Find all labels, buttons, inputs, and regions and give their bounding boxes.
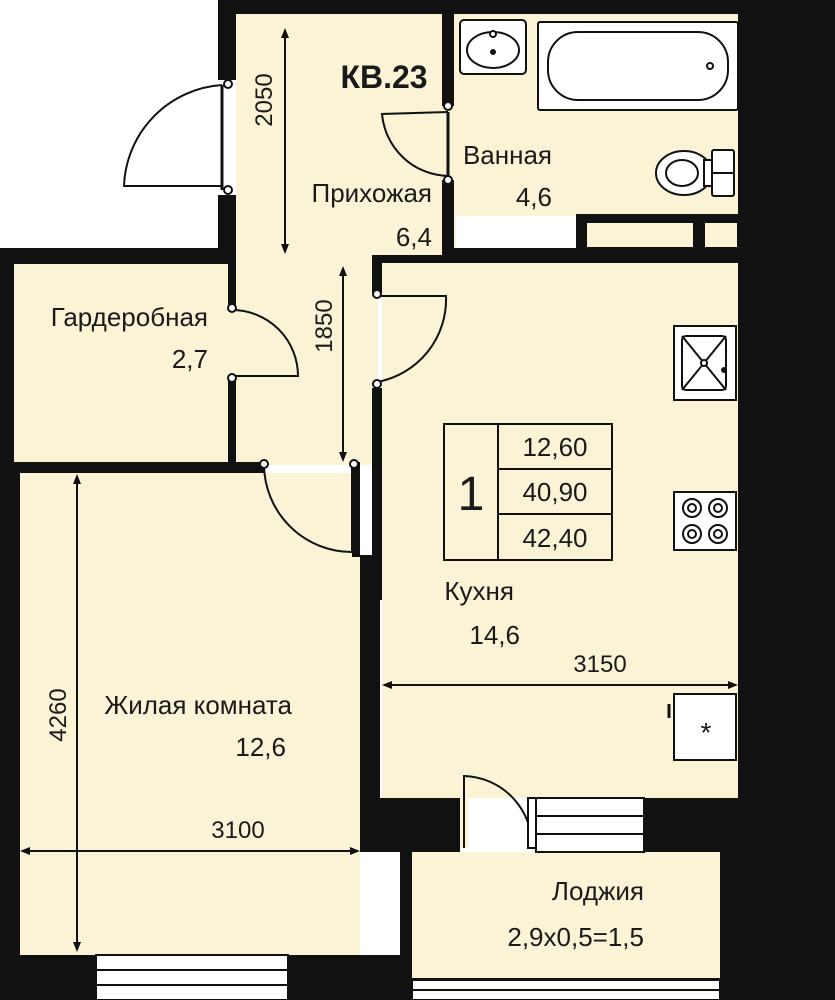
living-floor [14,473,360,961]
summary-rooms-count: 1 [458,468,485,521]
dim-living-length: 4260 [45,688,72,741]
wall-top [218,0,835,14]
wall-kitchen-top [372,255,742,263]
room-area-living: 12,6 [235,732,286,762]
room-name-hallway: Прихожая [312,178,432,208]
wall-bath-left-top [442,14,454,106]
room-area-hallway: 6,4 [396,222,432,252]
wall-loggia-right [720,848,835,1000]
room-name-wardrobe: Гардеробная [51,302,208,332]
hallway-floor [236,14,456,264]
wall-bath-left-bottom [442,180,454,260]
room-name-loggia: Лоджия [552,876,644,906]
wall-hall-left-top [218,0,236,80]
wall-wardrobe-right-a [228,255,236,307]
fixtures: * [459,19,739,761]
room-name-bathroom: Ванная [463,140,552,170]
wall-living-kitchen [360,555,374,600]
loggia-door[interactable] [460,774,537,849]
bathtub-icon [537,21,739,111]
dim-living-width: 3100 [211,817,264,844]
wall-bath-bottom-d [454,248,742,258]
wall-living-kitchen-mid [372,388,382,600]
room-area-bathroom: 4,6 [516,182,552,212]
wall-kitchen-left-top [372,255,382,293]
cooktop-icon [673,491,737,551]
windows [95,221,739,1000]
wall-wardrobe-top [0,248,236,264]
wardrobe-door[interactable] [227,303,300,383]
kitchen-door[interactable] [372,289,448,389]
kitchen-sink-icon [673,325,737,401]
summary-living-area: 12,60 [522,432,587,462]
fridge-icon: * [667,693,737,761]
window-kitchen [535,797,645,853]
window-living [95,954,289,1000]
summary-total-area: 40,90 [522,477,587,507]
room-area-loggia: 2,9x0,5=1,5 [507,922,644,952]
wall-living-bottom-right [288,955,412,1000]
wall-wardrobe-right-b [228,378,236,466]
dimension-lines [20,28,738,952]
room-area-kitchen: 14,6 [469,620,520,650]
wall-living-kitchen-top [352,462,360,557]
dim-corridor-length: 1850 [311,299,338,352]
area-summary-table: 1 12,60 40,90 42,40 [443,423,613,561]
wall-wardrobe-living [0,462,264,473]
doors [122,79,537,849]
wall-living-bottom-left [0,955,96,1000]
wall-kitchen-bottom-right [644,798,835,852]
living-door[interactable] [259,459,359,554]
loggia-floor [410,852,722,978]
entrance-door[interactable] [122,79,233,195]
room-name-living: Жилая комната [104,690,292,720]
apartment-label: КВ.23 [340,59,427,95]
wall-kitchen-bottom-left [360,798,460,852]
dim-kitchen-width: 3150 [573,651,626,678]
wall-bath-bottom-a [576,214,740,222]
dim-hall-length: 2050 [251,73,278,126]
wall-right [738,0,835,852]
wall-bath-bottom-c [694,214,704,260]
summary-total-with-loggia: 42,40 [522,523,587,553]
wall-left-upper [0,248,14,466]
wall-hall-left-mid [218,195,236,255]
sink-icon [459,19,527,75]
room-name-kitchen: Кухня [444,576,514,606]
toilet-icon [655,149,735,197]
room-area-wardrobe: 2,7 [172,344,208,374]
wall-bath-bottom-b [576,214,586,260]
bathroom-door[interactable] [380,101,453,185]
corridor-floor [236,260,378,465]
vent-shaft [585,221,695,249]
wall-left-lower [0,462,20,1000]
svg-text:*: * [701,717,712,748]
vent-shaft-2 [703,221,739,249]
wall-living-kitchen-lower [360,598,380,848]
wall-loggia-left [400,848,412,1000]
wardrobe-floor [14,264,236,462]
